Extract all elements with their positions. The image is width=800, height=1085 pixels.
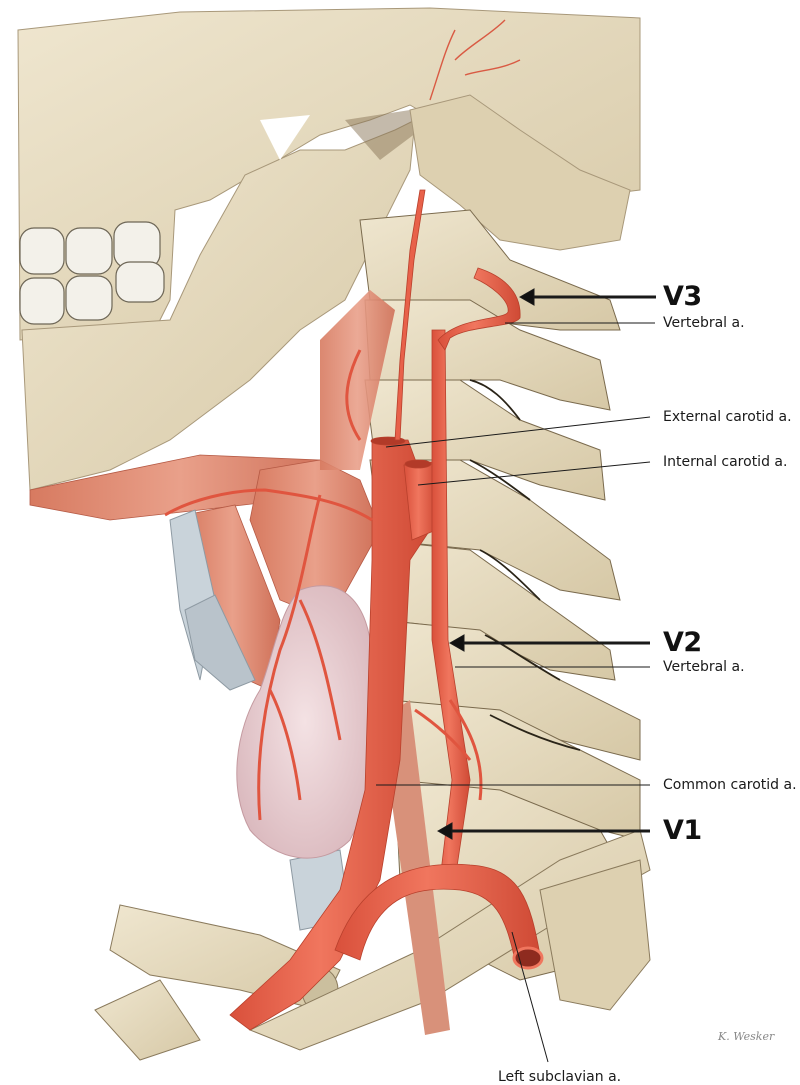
label-external-carotid: External carotid a. [663, 409, 792, 425]
arteries [164, 189, 544, 1031]
label-left-subclavian: Left subclavian a. [498, 1069, 622, 1085]
segment-label-v2: V2 [663, 627, 702, 658]
label-vertebral-artery-v2: Vertebral a. [663, 659, 745, 675]
label-vertebral-artery-v3: Vertebral a. [663, 315, 745, 331]
segment-label-v1: V1 [663, 815, 702, 846]
molars [19, 221, 165, 325]
neck-muscles [29, 290, 450, 1035]
artist-signature: K. Wesker [718, 1030, 775, 1043]
label-internal-carotid: Internal carotid a. [663, 454, 788, 470]
skull [17, 7, 641, 491]
segment-label-v3: V3 [663, 281, 702, 312]
leader-lines [376, 288, 656, 1063]
label-common-carotid: Common carotid a. [663, 777, 797, 793]
